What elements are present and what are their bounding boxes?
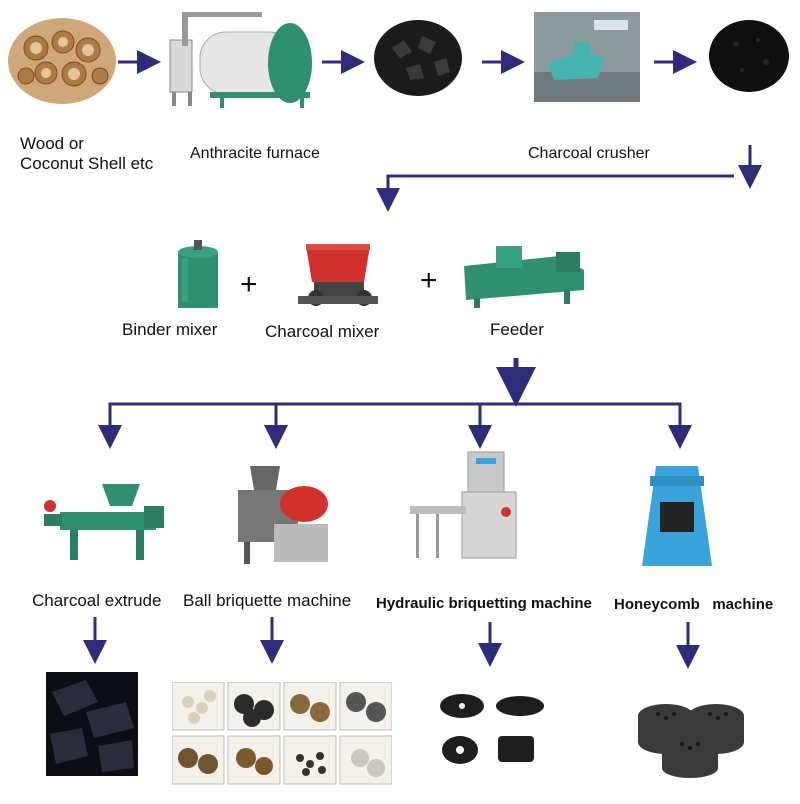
hydraulic-briquettes-image bbox=[440, 694, 544, 764]
charcoal-mixer-label: Charcoal mixer bbox=[265, 322, 380, 341]
feeder-image bbox=[464, 246, 584, 308]
honeycomb-machine-label: Honeycomb machine bbox=[614, 596, 774, 613]
binder-mixer-label: Binder mixer bbox=[122, 320, 218, 339]
ball-briquette-machine-image bbox=[238, 466, 328, 564]
binder-mixer-image bbox=[178, 240, 218, 308]
charcoal-powder-image bbox=[709, 20, 789, 92]
charcoal-crusher-image bbox=[534, 12, 640, 102]
feeder-label: Feeder bbox=[490, 320, 544, 339]
hydraulic-briquetting-machine-image bbox=[410, 451, 517, 559]
honeycomb-machine-image bbox=[642, 466, 712, 566]
plus-sign-1: + bbox=[240, 268, 258, 301]
charcoal-extruder-image bbox=[44, 484, 164, 560]
honeycomb-briquettes-image bbox=[638, 704, 744, 778]
ball-briquettes-image bbox=[172, 682, 392, 785]
anthracite-furnace-image bbox=[169, 12, 312, 108]
extrude-label: Charcoal extrude bbox=[32, 591, 162, 610]
ball-machine-label: Ball briquette machine bbox=[183, 591, 352, 610]
crusher-label: Charcoal crusher bbox=[528, 145, 650, 162]
charcoal-chunks-image bbox=[374, 20, 462, 96]
charcoal-mixer-image bbox=[298, 244, 378, 306]
plus-sign-2: + bbox=[420, 264, 438, 297]
furnace-label: Anthracite furnace bbox=[190, 145, 320, 162]
hydraulic-machine-label: Hydraulic briquetting machine bbox=[376, 595, 592, 612]
arrow-return-line bbox=[376, 174, 734, 212]
raw-material-label: Wood or Coconut Shell etc bbox=[20, 134, 154, 173]
charcoal-sticks-image bbox=[46, 672, 138, 776]
arrow-branch-line bbox=[108, 402, 682, 438]
wood-logs-image bbox=[8, 18, 116, 104]
